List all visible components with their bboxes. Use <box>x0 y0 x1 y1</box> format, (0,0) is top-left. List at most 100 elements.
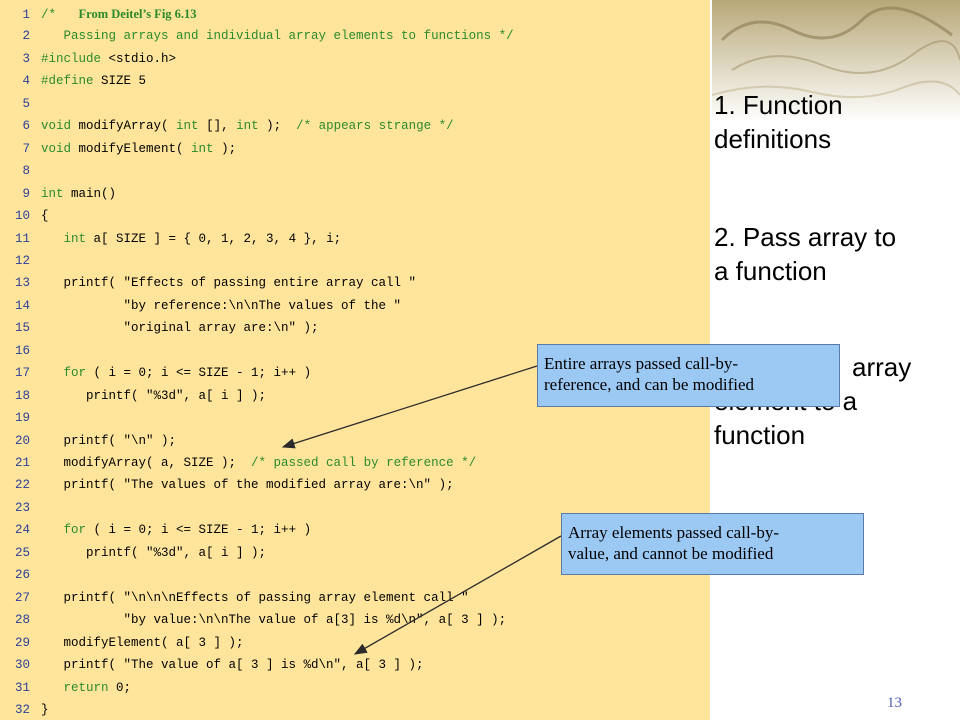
code-line: 21 modifyArray( a, SIZE ); /* passed cal… <box>0 452 476 474</box>
line-number: 9 <box>22 186 30 201</box>
code-token: SIZE 5 <box>101 74 147 89</box>
code-token: printf( "\n" ); <box>41 433 177 448</box>
code-token: modifyElement( a[ 3 ] ); <box>41 635 244 650</box>
callout-value-line1: Array elements passed call-by- <box>568 523 779 542</box>
code-token: printf( "The values of the modified arra… <box>41 478 454 493</box>
code-token <box>41 232 64 246</box>
outline-item-1: 1. Function definitions <box>714 88 843 156</box>
code-token: printf( "%3d", a[ i ] ); <box>41 388 267 403</box>
outline-item-1-line1: 1. Function <box>714 90 843 120</box>
code-token: /* appears strange */ <box>296 119 454 134</box>
line-number: 16 <box>14 343 30 358</box>
line-number: 2 <box>22 29 30 44</box>
code-token: /* <box>41 8 79 22</box>
code-line: 27 printf( "\n\n\nEffects of passing arr… <box>0 587 469 609</box>
code-token: <stdio.h> <box>108 51 177 66</box>
code-token: } <box>41 702 49 717</box>
code-line: 14 "by reference:\n\nThe values of the " <box>0 295 401 317</box>
code-token: printf( "The value of a[ 3 ] is %d\n", a… <box>41 658 424 673</box>
outline-item-1-line2: definitions <box>714 124 832 154</box>
code-line: 26 <box>0 564 41 586</box>
code-line: 8 <box>0 160 41 182</box>
line-number: 17 <box>14 366 30 381</box>
line-number: 15 <box>14 321 30 336</box>
code-line: 22 printf( "The values of the modified a… <box>0 474 454 496</box>
code-token: int <box>236 119 267 134</box>
line-number: 22 <box>14 478 30 493</box>
line-number: 13 <box>14 276 30 291</box>
code-token: int <box>41 186 72 201</box>
callout-reference-line2: reference, and can be modified <box>544 375 755 394</box>
callout-value-line2: value, and cannot be modified <box>568 544 774 563</box>
code-line: 5 <box>0 93 41 115</box>
code-token: ( i = 0; i <= SIZE - 1; i++ ) <box>93 523 312 538</box>
code-line: 15 "original array are:\n" ); <box>0 317 319 339</box>
code-line: 18 printf( "%3d", a[ i ] ); <box>0 385 266 407</box>
code-line: 1/* From Deitel’s Fig 6.13 <box>0 3 197 25</box>
line-number: 26 <box>14 568 30 583</box>
code-token: int <box>176 119 207 134</box>
line-number: 14 <box>14 298 30 313</box>
code-token: [], <box>206 119 237 134</box>
code-line: 30 printf( "The value of a[ 3 ] is %d\n"… <box>0 654 424 676</box>
code-token: ( i = 0; i <= SIZE - 1; i++ ) <box>93 366 312 381</box>
code-token: From Deitel’s Fig 6.13 <box>78 7 197 21</box>
code-line: 23 <box>0 497 41 519</box>
line-number: 31 <box>14 680 30 695</box>
line-number: 3 <box>22 51 30 66</box>
outline-item-3-line3: function <box>714 420 806 450</box>
code-token: int <box>191 141 222 156</box>
code-line: 12 <box>0 250 41 272</box>
code-line: 13 printf( "Effects of passing entire ar… <box>0 272 416 294</box>
code-token: modifyArray( a, SIZE ); <box>41 456 252 470</box>
line-number: 4 <box>22 74 30 89</box>
line-number: 5 <box>22 96 30 111</box>
line-number: 27 <box>14 590 30 605</box>
line-number: 6 <box>22 119 30 134</box>
line-number: 7 <box>22 141 30 156</box>
code-token: a[ SIZE ] = { 0, 1, 2, 3, 4 }, i; <box>93 231 342 246</box>
code-token: 0; <box>116 680 132 695</box>
code-line: 25 printf( "%3d", a[ i ] ); <box>0 542 266 564</box>
callout-pass-by-reference: Entire arrays passed call-by- reference,… <box>537 344 840 407</box>
line-number: 28 <box>14 613 30 628</box>
code-line: 17 for ( i = 0; i <= SIZE - 1; i++ ) <box>0 362 311 384</box>
code-line: 10{ <box>0 205 49 227</box>
code-token: "original array are:\n" ); <box>41 321 319 336</box>
code-token: "by value:\n\nThe value of a[3] is %d\n"… <box>41 613 507 628</box>
decorative-header-image <box>712 0 960 122</box>
code-line: 32} <box>0 699 49 721</box>
line-number: 20 <box>14 433 30 448</box>
callout-pass-by-value: Array elements passed call-by- value, an… <box>561 513 864 575</box>
code-token: modifyElement( <box>78 141 192 156</box>
code-line: 24 for ( i = 0; i <= SIZE - 1; i++ ) <box>0 519 311 541</box>
code-token: printf( "\n\n\nEffects of passing array … <box>41 590 469 605</box>
line-number: 24 <box>14 523 30 538</box>
code-token: int <box>63 231 94 246</box>
line-number: 32 <box>14 702 30 717</box>
outline-item-2-line2: a function <box>714 256 827 286</box>
code-token <box>41 523 64 537</box>
code-token: for <box>63 523 94 538</box>
outline-item-3-line1: array <box>852 352 912 382</box>
line-number: 18 <box>14 388 30 403</box>
code-line: 29 modifyElement( a[ 3 ] ); <box>0 632 244 654</box>
code-line: 2 Passing arrays and individual array el… <box>0 25 513 47</box>
code-line: 19 <box>0 407 41 429</box>
code-line: 31 return 0; <box>0 677 131 699</box>
code-token: printf( "%3d", a[ i ] ); <box>41 545 267 560</box>
line-number: 23 <box>14 500 30 515</box>
code-token <box>41 366 64 380</box>
code-line: 28 "by value:\n\nThe value of a[3] is %d… <box>0 609 506 631</box>
line-number: 25 <box>14 545 30 560</box>
code-line: 4#define SIZE 5 <box>0 70 146 92</box>
code-token: return <box>63 680 117 695</box>
line-number: 12 <box>14 253 30 268</box>
line-number: 21 <box>14 456 30 470</box>
line-number: 8 <box>22 164 30 179</box>
code-line: 11 int a[ SIZE ] = { 0, 1, 2, 3, 4 }, i; <box>0 228 341 250</box>
code-token: printf( "Effects of passing entire array… <box>41 276 417 291</box>
code-token: for <box>63 366 94 381</box>
